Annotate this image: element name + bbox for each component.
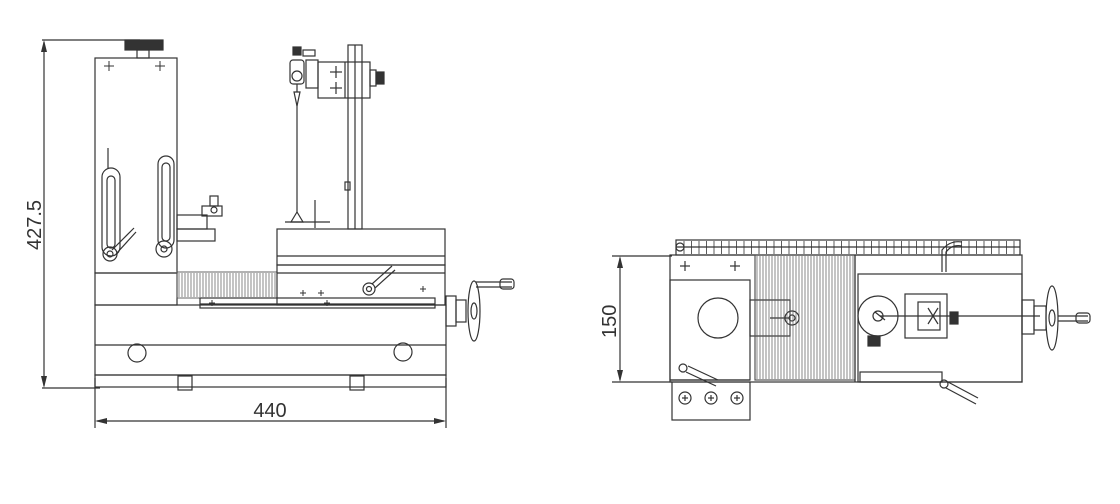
- width-dimension: 440: [94, 378, 447, 428]
- left-column: [94, 39, 223, 274]
- top-scale-bar: [675, 239, 1021, 256]
- top-main-body: [669, 254, 1023, 387]
- top-bellows-hatch: [756, 256, 854, 379]
- handwheel-side: [445, 278, 515, 342]
- side-view: 427.5 440: [24, 39, 515, 428]
- depth-dimension: 150: [599, 255, 672, 383]
- height-dimension-label: 427.5: [24, 200, 46, 250]
- top-right-section: [854, 241, 1040, 405]
- height-dimension: 427.5: [24, 39, 140, 389]
- panel-button-1[interactable]: [678, 391, 692, 405]
- control-panel: [671, 381, 751, 421]
- slide-table: [199, 228, 446, 309]
- panel-button-2[interactable]: [704, 391, 718, 405]
- bellows-hatch: [178, 273, 276, 297]
- panel-button-3[interactable]: [730, 391, 744, 405]
- depth-dimension-label: 150: [599, 305, 621, 338]
- handwheel-top: [1033, 285, 1091, 351]
- top-view: 150: [599, 239, 1091, 421]
- scale-ticks: [683, 241, 1015, 254]
- base-body: [94, 272, 447, 391]
- width-dimension-label: 440: [253, 400, 286, 422]
- measuring-post: [285, 44, 385, 230]
